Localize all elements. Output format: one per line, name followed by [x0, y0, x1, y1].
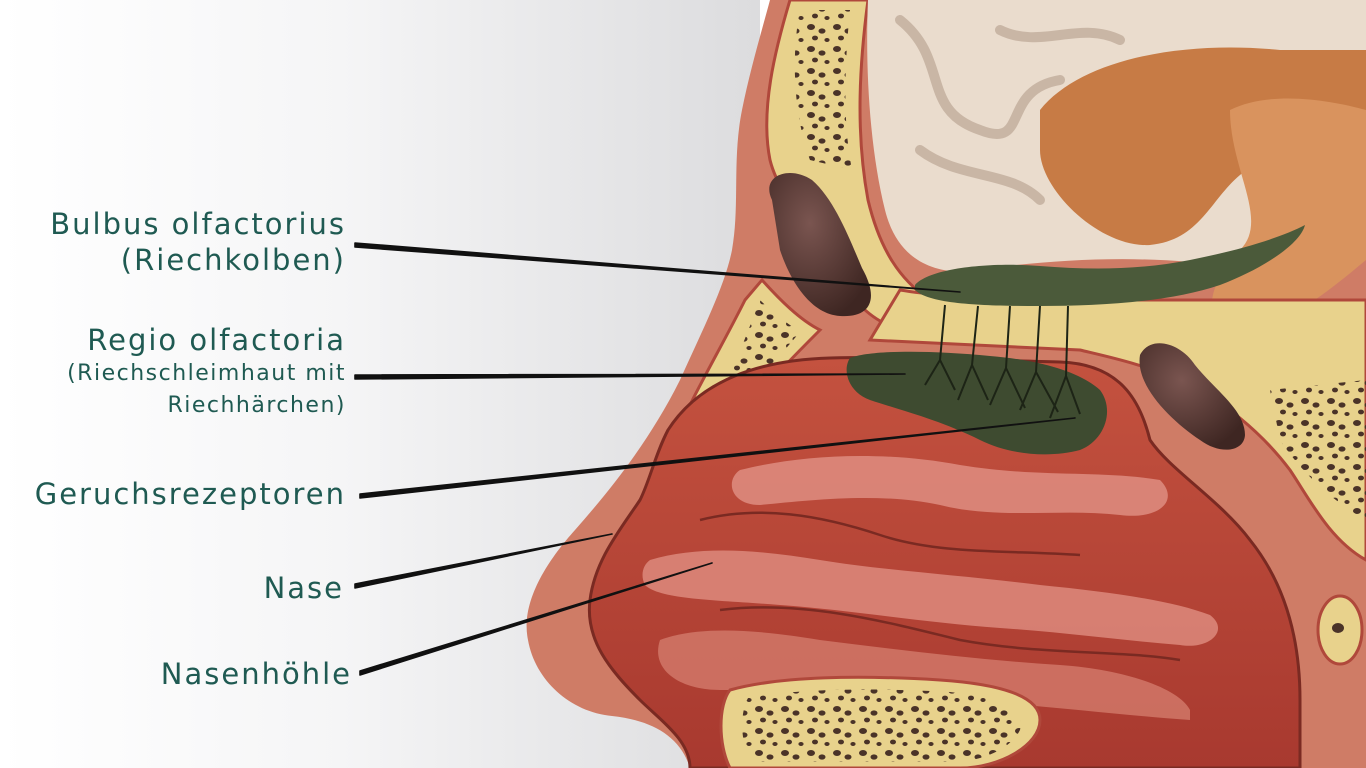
- olfactory-bulb: [915, 225, 1305, 306]
- label-regio-line1: Regio olfactoria: [87, 323, 346, 357]
- brain-folds: [895, 15, 1125, 205]
- label-nasenhoehle: Nasenhöhle: [161, 656, 352, 692]
- label-geruchsrezeptoren-text: Geruchsrezeptoren: [34, 477, 346, 511]
- pointer-line-regio: [354, 373, 906, 380]
- label-regio-line3: Riechhärchen): [167, 393, 346, 419]
- frontal-bone-pores: [794, 10, 852, 170]
- label-regio-line2: (Riechschleimhaut mit: [67, 361, 346, 387]
- pointer-line-bulbus: [354, 242, 961, 293]
- label-bulbus-olfactorius: Bulbus olfactorius (Riechkolben): [50, 206, 346, 279]
- olfactory-nerve-fibers: [924, 304, 1081, 419]
- small-bone-right-pore: [1332, 623, 1344, 633]
- pointer-line-geruch: [359, 417, 1076, 499]
- upper-turbinate: [731, 455, 1168, 516]
- hard-palate-pores: [742, 689, 1021, 762]
- middle-turbinate: [642, 550, 1219, 646]
- lower-turbinate: [658, 630, 1190, 720]
- pointer-line-nase: [354, 533, 613, 589]
- label-bulbus-line1: Bulbus olfactorius: [50, 207, 346, 241]
- cerebellum-lobe: [1211, 98, 1366, 332]
- label-nasenhoehle-text: Nasenhöhle: [160, 657, 352, 691]
- label-nase-text: Nase: [263, 571, 344, 605]
- pointer-line-nasenhoehle: [359, 562, 713, 676]
- label-geruchsrezeptoren: Geruchsrezeptoren: [35, 476, 346, 512]
- olfactory-region: [846, 351, 1108, 455]
- cerebellum: [1040, 47, 1366, 246]
- label-bulbus-line2: (Riechkolben): [120, 243, 346, 278]
- label-regio-olfactoria: Regio olfactoria (Riechschleimhaut mit R…: [67, 322, 346, 422]
- label-nase: Nase: [264, 570, 344, 606]
- turbinate-contours: [699, 511, 1181, 662]
- sphenoid-sinus: [1139, 343, 1245, 450]
- skull-base-pores: [1270, 380, 1366, 520]
